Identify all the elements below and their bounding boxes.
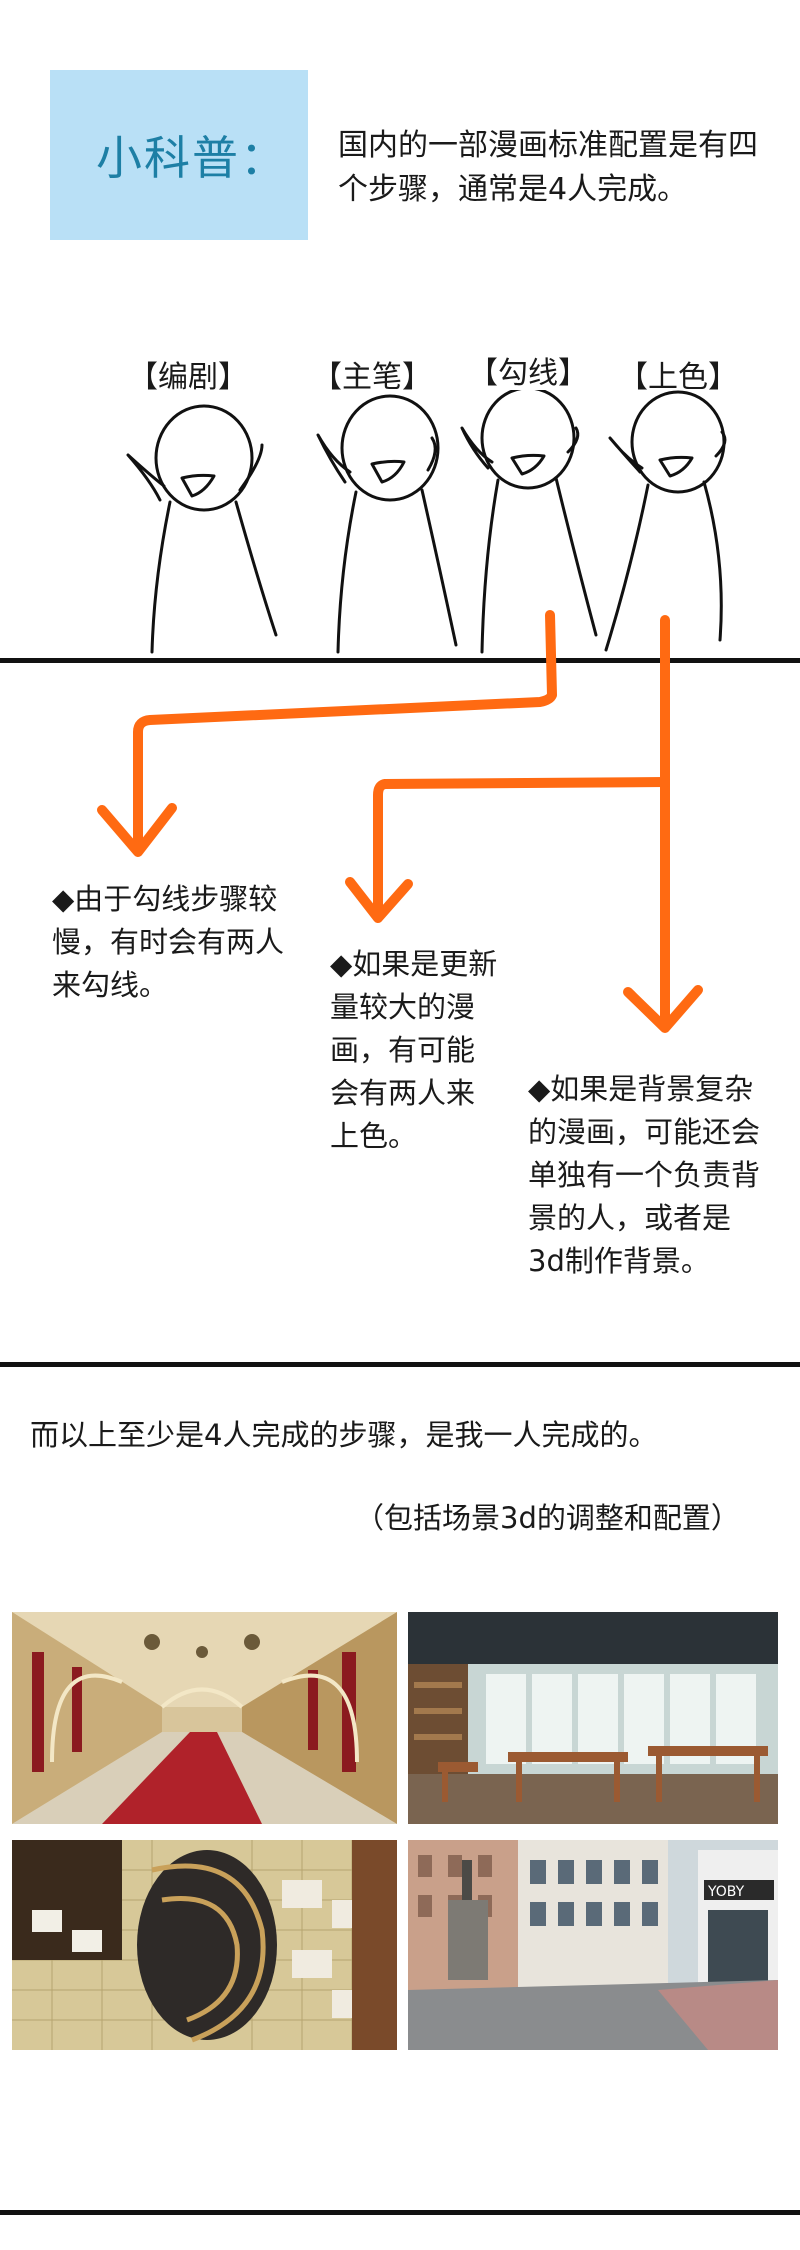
figure-lead-artist [316, 394, 458, 654]
intro-text: 国内的一部漫画标准配置是有四个步骤，通常是4人完成。 [338, 128, 758, 207]
note-background-text: ◆如果是背景复杂的漫画，可能还会单独有一个负责背景的人，或者是3d制作背景。 [528, 1072, 761, 1278]
cafe-interior-render [408, 1612, 778, 1824]
palace-hall-render [12, 1612, 397, 1824]
arrow-inker-to-note-1 [133, 610, 557, 845]
figure-colorist [604, 390, 727, 652]
shop-sign: YOBY [707, 1884, 745, 1900]
hint-title: 小科普： [96, 131, 288, 185]
role-label-lead-artist: 【主笔】 [312, 360, 432, 395]
arrow-head-note-2 [345, 877, 413, 923]
role-label-colorist: 【上色】 [618, 360, 738, 395]
hint-box [50, 70, 308, 240]
divider-top [0, 658, 800, 663]
spiral-stair-render [12, 1840, 397, 2050]
role-figures [126, 390, 727, 654]
role-label-writer: 【编剧】 [128, 360, 248, 395]
figure-inker [460, 390, 598, 654]
arrow-head-note-3 [623, 985, 703, 1033]
note-inking: ◆由于勾线步骤较慢，有时会有两人来勾线。 [52, 878, 302, 1007]
arrow-colorist-to-note-2 [373, 777, 670, 915]
note-inking-text: ◆由于勾线步骤较慢，有时会有两人来勾线。 [52, 882, 285, 1002]
role-label-inker: 【勾线】 [468, 356, 588, 391]
street-render: YOBY [408, 1840, 778, 2050]
summary-note: （包括场景3d的调整和配置） [355, 1501, 740, 1535]
note-coloring-text: ◆如果是更新量较大的漫画，有可能会有两人来上色。 [330, 947, 498, 1153]
summary-text: 而以上至少是4人完成的步骤，是我一人完成的。 [30, 1418, 658, 1452]
divider-middle [0, 1362, 800, 1367]
note-background: ◆如果是背景复杂的漫画，可能还会单独有一个负责背景的人，或者是3d制作背景。 [528, 1068, 763, 1283]
arrow-head-note-1 [97, 803, 177, 857]
note-coloring: ◆如果是更新量较大的漫画，有可能会有两人来上色。 [330, 943, 500, 1158]
flow-arrows [97, 610, 703, 1033]
divider-bottom [0, 2210, 800, 2215]
figure-writer [126, 404, 278, 654]
